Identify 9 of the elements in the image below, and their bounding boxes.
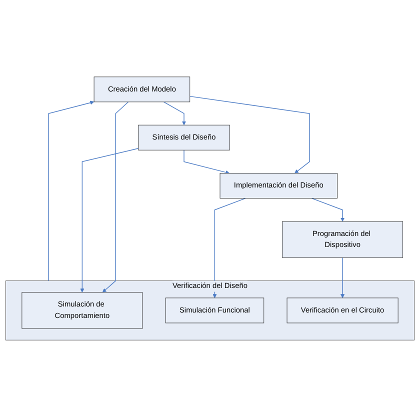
- arrow: [163, 102, 186, 126]
- arrow: [80, 148, 139, 293]
- arrow: [212, 198, 246, 298]
- arrow: [102, 102, 129, 293]
- arrow: [190, 96, 310, 174]
- arrow: [184, 150, 230, 174]
- arrow: [340, 257, 345, 298]
- arrow: [311, 198, 345, 222]
- arrow: [48, 100, 94, 282]
